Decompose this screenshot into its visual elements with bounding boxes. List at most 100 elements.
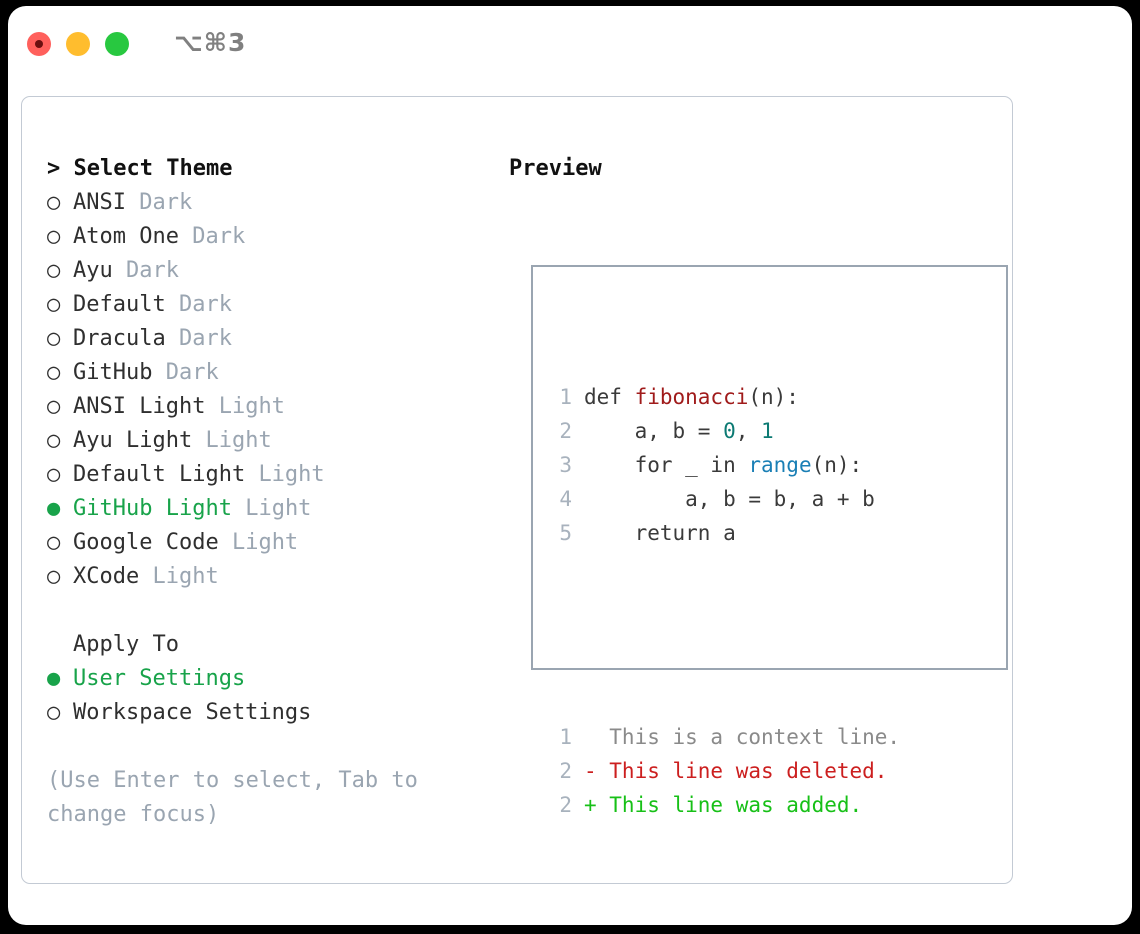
theme-item-tag: Dark xyxy=(178,292,232,317)
close-button[interactable] xyxy=(27,32,51,56)
apply-to-item-workspace-settings[interactable]: ○ Workspace Settings xyxy=(47,696,487,730)
minimize-button[interactable] xyxy=(66,32,90,56)
zoom-button[interactable] xyxy=(105,32,129,56)
apply-to-item-label: Workspace Settings xyxy=(73,700,312,725)
app-window: ⌥⌘3 > Select Theme ○ ANSI Dark ○ Atom One D… xyxy=(8,6,1132,925)
list-spacer xyxy=(47,594,487,628)
theme-item-atom-one[interactable]: ○ Atom One Dark xyxy=(47,220,487,254)
code-token-plain: (n): xyxy=(748,385,799,409)
theme-item-github[interactable]: ○ GitHub Dark xyxy=(47,356,487,390)
radio-selected-icon: ● xyxy=(47,496,61,521)
radio-unselected-icon: ○ xyxy=(47,462,61,487)
radio-unselected-icon: ○ xyxy=(47,258,61,283)
theme-item-tag: Dark xyxy=(126,258,179,283)
theme-item-ansi-light[interactable]: ○ ANSI Light Light xyxy=(47,390,487,424)
theme-item-xcode[interactable]: ○XCode Light xyxy=(47,560,487,594)
theme-item-default-light[interactable]: ○Default Light Light xyxy=(47,458,487,492)
radio-unselected-icon: ○ xyxy=(47,326,61,351)
code-line: 2 a, b = 0, 1 xyxy=(546,414,900,448)
select-theme-heading: > Select Theme xyxy=(47,152,487,186)
theme-item-github-light[interactable]: ● GitHub Light Light xyxy=(47,492,487,526)
radio-unselected-icon: ○ xyxy=(47,224,61,249)
theme-item-label: Dracula xyxy=(73,326,166,351)
theme-item-label: XCode xyxy=(73,564,140,589)
theme-item-default[interactable]: ○ Default Dark xyxy=(47,288,487,322)
traffic-lights xyxy=(27,32,129,56)
theme-item-label: ANSI Light xyxy=(73,394,206,419)
diff-line-ctx: 1 This is a context line. xyxy=(546,720,900,754)
keyboard-shortcut-label: ⌥⌘3 xyxy=(174,28,247,57)
radio-unselected-icon: ○ xyxy=(47,292,61,317)
radio-unselected-icon: ○ xyxy=(47,190,61,215)
radio-unselected-icon: ○ xyxy=(47,530,61,555)
code-token-builtin: range xyxy=(748,453,812,477)
theme-item-tag: Light xyxy=(218,394,285,419)
theme-item-label: Default xyxy=(73,292,166,317)
code-token-plain: a, b = xyxy=(584,419,724,443)
theme-item-label: ANSI xyxy=(73,190,126,215)
diff-text: + This line was added. xyxy=(584,793,863,817)
line-number: 2 xyxy=(559,759,572,783)
radio-unselected-icon: ○ xyxy=(47,428,61,453)
code-token-plain: , xyxy=(735,419,762,443)
radio-unselected-icon: ○ xyxy=(47,394,61,419)
theme-item-label: Atom One xyxy=(73,224,179,249)
code-token-plain: for _ in xyxy=(584,453,749,477)
theme-item-tag: Light xyxy=(152,564,219,589)
code-gap xyxy=(546,618,900,652)
preview-heading: Preview xyxy=(509,156,602,181)
theme-item-ayu-light[interactable]: ○ Ayu Light Light xyxy=(47,424,487,458)
theme-item-label: Default Light xyxy=(73,462,246,487)
diff-sample: 1 This is a context line. 2 - This line wa… xyxy=(546,720,900,822)
theme-item-label: Ayu xyxy=(73,258,113,283)
code-token-plain: return a xyxy=(584,521,736,545)
theme-item-tag: Light xyxy=(231,530,299,555)
theme-item-tag: Dark xyxy=(139,190,193,215)
diff-text: This is a context line. xyxy=(584,725,901,749)
theme-item-dracula[interactable]: ○Dracula Dark xyxy=(47,322,487,356)
code-token-num: 1 xyxy=(761,419,774,443)
diff-line-add: 2 + This line was added. xyxy=(546,788,900,822)
theme-item-label: GitHub Light xyxy=(73,496,232,521)
code-line: 5 return a xyxy=(546,516,900,550)
radio-unselected-icon: ○ xyxy=(47,700,61,725)
theme-item-tag: Dark xyxy=(165,360,219,385)
diff-text: - This line was deleted. xyxy=(584,759,888,783)
diff-line-del: 2 - This line was deleted. xyxy=(546,754,900,788)
code-line: 3 for _ in range(n): xyxy=(546,448,900,482)
prompt-caret-icon: > xyxy=(47,156,61,181)
code-token-plain: a, b = b, a + b xyxy=(584,487,875,511)
apply-to-heading-label: Apply To xyxy=(73,632,179,657)
apply-to-heading: Apply To xyxy=(47,628,487,662)
theme-picker-panel: > Select Theme ○ANSI Dark○Atom One Dark○… xyxy=(21,96,1013,884)
apply-to-item-label: User Settings xyxy=(73,666,246,691)
line-number: 2 xyxy=(559,419,572,443)
theme-item-google-code[interactable]: ○ Google Code Light xyxy=(47,526,487,560)
selector-column: > Select Theme ○ANSI Dark○Atom One Dark○… xyxy=(47,152,487,832)
radio-unselected-icon: ○ xyxy=(47,360,61,385)
keyboard-hint: (Use Enter to select, Tab to change focu… xyxy=(47,768,418,827)
theme-item-label: Google Code xyxy=(73,530,219,555)
theme-item-tag: Light xyxy=(245,496,312,521)
line-number: 5 xyxy=(559,521,572,545)
code-token-plain: (n): xyxy=(811,453,863,477)
apply-to-marker xyxy=(47,628,73,662)
line-number: 2 xyxy=(559,793,572,817)
theme-list: ○ ANSI Dark ○ Atom One Dark ○ Ayu Dark ○ Defaul… xyxy=(47,186,487,594)
theme-item-label: GitHub xyxy=(73,360,153,385)
theme-item-ansi[interactable]: ○ ANSI Dark xyxy=(47,186,487,220)
theme-item-ayu[interactable]: ○ Ayu Dark xyxy=(47,254,487,288)
line-number: 1 xyxy=(559,725,572,749)
theme-item-tag: Light xyxy=(205,428,272,453)
theme-item-label: Ayu Light xyxy=(73,428,193,453)
select-theme-heading-label: Select Theme xyxy=(73,156,233,181)
theme-item-tag: Dark xyxy=(192,224,246,249)
line-number: 1 xyxy=(559,385,572,409)
apply-to-item-user-settings[interactable]: ●User Settings xyxy=(47,662,487,696)
title-bar: ⌥⌘3 xyxy=(8,6,1132,82)
